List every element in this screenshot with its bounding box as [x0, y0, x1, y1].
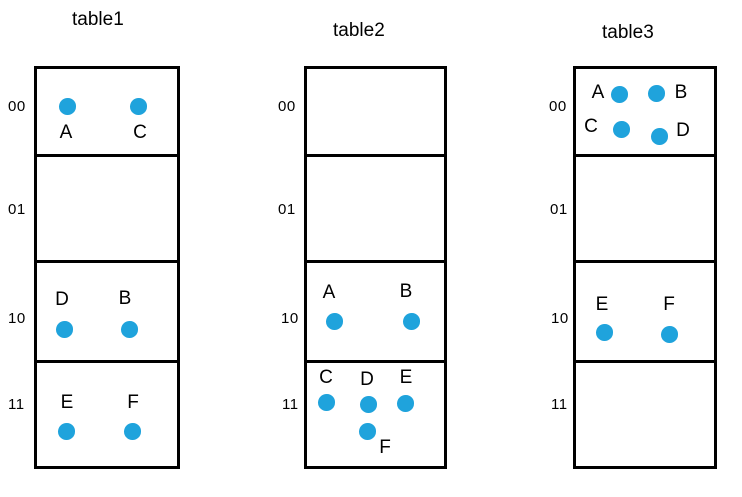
- table1-divider-01-10: [37, 260, 177, 263]
- table2-row-label-01: 01: [278, 201, 296, 218]
- table2-point-label-E: E: [399, 367, 413, 388]
- table3-box: [573, 66, 717, 469]
- table1-point-label-D: D: [55, 289, 69, 310]
- table2-point-label-F: F: [379, 437, 391, 458]
- table1-dot-E: [58, 423, 75, 440]
- table1-divider-10-11: [37, 360, 177, 363]
- table3-dot-A: [611, 86, 628, 103]
- table1-row-label-00: 00: [8, 98, 26, 115]
- table1-point-label-F: F: [127, 392, 139, 413]
- table2-divider-01-10: [307, 260, 444, 263]
- table1-row-label-10: 10: [8, 310, 26, 327]
- table2-point-label-C: C: [319, 367, 333, 388]
- table2-dot-F: [359, 423, 376, 440]
- table3-divider-01-10: [576, 260, 714, 263]
- table2-divider-10-11: [307, 360, 444, 363]
- table1-dot-A: [59, 98, 76, 115]
- table1-row-label-01: 01: [8, 201, 26, 218]
- table1-point-label-C: C: [133, 122, 147, 143]
- table1-dot-F: [124, 423, 141, 440]
- table1-dot-B: [121, 321, 138, 338]
- table2-row-label-00: 00: [278, 98, 296, 115]
- table2-box: [304, 66, 447, 469]
- table2-point-label-B: B: [399, 281, 413, 302]
- table2-divider-00-01: [307, 154, 444, 157]
- table3-row-label-10: 10: [551, 310, 569, 327]
- table1-point-label-B: B: [118, 288, 132, 309]
- table1-divider-00-01: [37, 154, 177, 157]
- table2-dot-C: [318, 394, 335, 411]
- table3-dot-D: [651, 128, 668, 145]
- table2-row-label-10: 10: [281, 310, 299, 327]
- table2-dot-B: [403, 313, 420, 330]
- table3-divider-00-01: [576, 154, 714, 157]
- table1-dot-C: [130, 98, 147, 115]
- table3-dot-E: [596, 324, 613, 341]
- table3-point-label-E: E: [595, 294, 609, 315]
- table1-title: table1: [72, 9, 124, 30]
- table3-row-label-11: 11: [551, 396, 568, 413]
- table3-row-label-00: 00: [549, 98, 567, 115]
- table3-dot-F: [661, 326, 678, 343]
- table3-point-label-D: D: [676, 120, 690, 141]
- table1-box: [34, 66, 180, 469]
- table1-point-label-E: E: [60, 392, 74, 413]
- table3-point-label-B: B: [674, 82, 688, 103]
- table1-row-label-11: 11: [8, 396, 25, 413]
- table2-dot-D: [360, 396, 377, 413]
- table3-title: table3: [602, 22, 654, 43]
- table3-point-label-F: F: [663, 294, 675, 315]
- table3-point-label-A: A: [591, 82, 605, 103]
- table2-point-label-D: D: [360, 369, 374, 390]
- table3-dot-C: [613, 121, 630, 138]
- table2-title: table2: [333, 20, 385, 41]
- table3-divider-10-11: [576, 360, 714, 363]
- table3-row-label-01: 01: [550, 201, 568, 218]
- table2-dot-E: [397, 395, 414, 412]
- table2-row-label-11: 11: [282, 396, 299, 413]
- table1-dot-D: [56, 321, 73, 338]
- table3-point-label-C: C: [584, 116, 598, 137]
- table2-point-label-A: A: [322, 282, 336, 303]
- table1-point-label-A: A: [59, 122, 73, 143]
- table2-dot-A: [326, 313, 343, 330]
- table3-dot-B: [648, 85, 665, 102]
